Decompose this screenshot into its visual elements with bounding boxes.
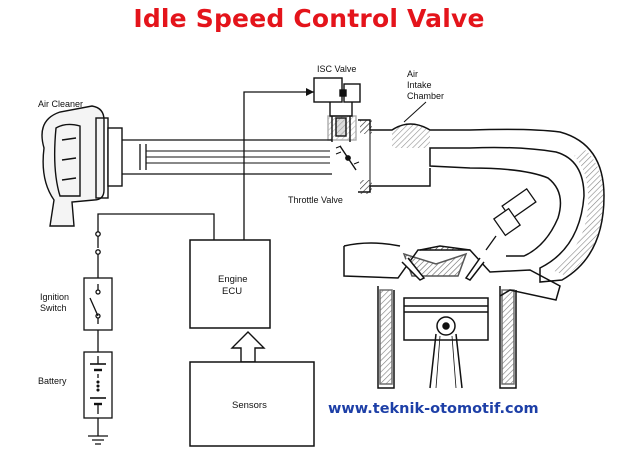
intake-duct: [122, 139, 332, 175]
ignition-switch-label-1: Ignition: [40, 292, 69, 302]
air-intake-chamber: [358, 119, 605, 283]
air-intake-label-2: Intake: [407, 80, 432, 90]
injector-icon: [485, 187, 537, 251]
engine-ecu-label-2: ECU: [222, 286, 242, 297]
battery-label: Battery: [38, 376, 67, 386]
throttle-valve-label: Throttle Valve: [288, 195, 343, 205]
ignition-switch: [83, 277, 113, 331]
air-intake-label-1: Air: [407, 69, 418, 79]
sensors-label: Sensors: [232, 400, 267, 411]
sensor-to-ecu-arrow: [230, 331, 266, 363]
engine-block: [343, 242, 561, 389]
wiring: [88, 88, 314, 445]
page-title: Idle Speed Control Valve: [133, 4, 485, 33]
air-intake-leader: [403, 101, 427, 123]
engine-ecu: [189, 239, 271, 329]
ignition-switch-label-2: Switch: [40, 303, 67, 313]
air-cleaner: [41, 105, 123, 227]
sensors-box: [189, 361, 315, 447]
air-cleaner-label: Air Cleaner: [38, 99, 83, 109]
throttle-valve: [335, 145, 360, 171]
isc-valve-label: ISC Valve: [317, 64, 356, 74]
battery-icon: [83, 351, 113, 419]
isc-valve: [313, 77, 361, 142]
air-intake-label-3: Chamber: [407, 91, 444, 101]
engine-ecu-label-1: Engine: [218, 274, 248, 285]
website-watermark: www.teknik-otomotif.com: [328, 401, 539, 417]
